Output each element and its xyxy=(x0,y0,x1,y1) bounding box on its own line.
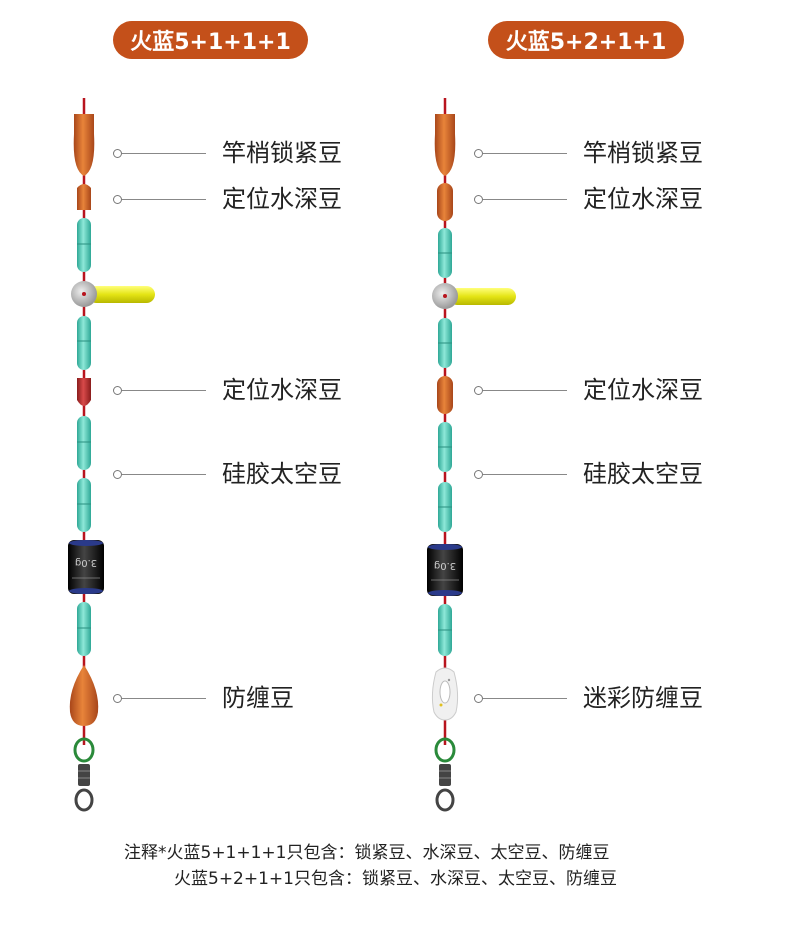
rig1-callout-dot-3 xyxy=(113,386,122,395)
rig1-callout-line-2 xyxy=(122,199,206,200)
rig1-callout-line-5 xyxy=(122,698,206,699)
rig1-callout-line-4 xyxy=(122,474,206,475)
rig2-callout-dot-5 xyxy=(474,694,483,703)
rig2-callout-line-4 xyxy=(483,474,567,475)
rig1-callout-line-3 xyxy=(122,390,206,391)
rig2-callout-line-3 xyxy=(483,390,567,391)
rig1-callout-dot-4 xyxy=(113,470,122,479)
rig2-camo-anti-tangle-bead xyxy=(432,668,457,720)
rig2-label-3: 定位水深豆 xyxy=(583,378,703,402)
rig1-anti-tangle-bead xyxy=(70,665,98,726)
rig1-swivel xyxy=(75,739,93,810)
rig2-callout-line-2 xyxy=(483,199,567,200)
rig2-callout-dot-3 xyxy=(474,386,483,395)
rig1-label-1: 竿梢锁紧豆 xyxy=(222,141,342,165)
rig1-callout-dot-2 xyxy=(113,195,122,204)
rig2-label-1: 竿梢锁紧豆 xyxy=(583,141,703,165)
rig2-callout-dot-1 xyxy=(474,149,483,158)
rig2-sinker-mark: 3.0g xyxy=(434,560,456,571)
rig2-callout-dot-2 xyxy=(474,195,483,204)
rig1-sinker-mark: 3.0g xyxy=(75,557,97,568)
rig1-depth-bead-2 xyxy=(77,378,91,406)
rig1-callout-dot-1 xyxy=(113,149,122,158)
rig2-callout-line-5 xyxy=(483,698,567,699)
rig2-rod-tip-lock-bead xyxy=(435,114,456,176)
rig1-callout-line-1 xyxy=(122,153,206,154)
note-line-1: 注释*火蓝5+1+1+1只包含：锁紧豆、水深豆、太空豆、防缠豆 xyxy=(124,840,610,866)
rig2-callout-dot-4 xyxy=(474,470,483,479)
rig2-label-4: 硅胶太空豆 xyxy=(583,462,703,486)
note-line-2: 火蓝5+2+1+1只包含：锁紧豆、水深豆、太空豆、防缠豆 xyxy=(174,866,617,892)
rig2-callout-line-1 xyxy=(483,153,567,154)
rig1-rod-tip-lock-bead xyxy=(74,114,95,176)
rig2-swivel xyxy=(436,739,454,810)
rig1-label-4: 硅胶太空豆 xyxy=(222,462,342,486)
rig2-label-2: 定位水深豆 xyxy=(583,187,703,211)
rig1-callout-dot-5 xyxy=(113,694,122,703)
rig1-label-3: 定位水深豆 xyxy=(222,378,342,402)
rig1-depth-bead-1 xyxy=(77,184,91,210)
rig1-label-5: 防缠豆 xyxy=(222,686,294,710)
rig2-label-5: 迷彩防缠豆 xyxy=(583,686,703,710)
rig2-float xyxy=(432,283,516,309)
rig1-float xyxy=(71,281,155,307)
rig1-label-2: 定位水深豆 xyxy=(222,187,342,211)
